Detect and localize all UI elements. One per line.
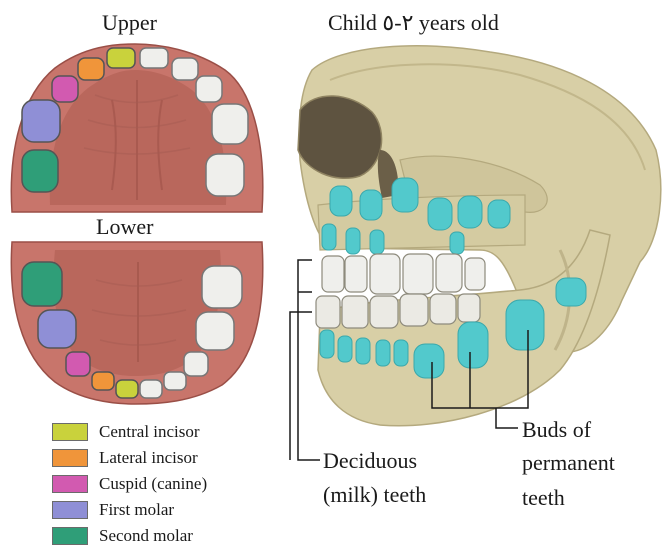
- legend-item-lateral-incisor: Lateral incisor: [52, 447, 272, 469]
- cuspid-swatch: [52, 475, 88, 493]
- permanent-buds-label-line1: Buds of: [522, 415, 591, 445]
- upper-first-molar-left: [22, 100, 60, 142]
- upper-lateral-incisor-left: [78, 58, 104, 80]
- legend-item-cuspid: Cuspid (canine): [52, 473, 272, 495]
- lower-second-molar-left: [22, 262, 62, 306]
- permanent-buds-label-line2: permanent: [522, 448, 615, 478]
- legend-item-first-molar: First molar: [52, 499, 272, 521]
- deciduous-teeth-label-line1: Deciduous: [323, 446, 417, 476]
- central-incisor-swatch: [52, 423, 88, 441]
- lower-first-molar-left: [38, 310, 76, 348]
- lower-lateral-incisor-left: [92, 372, 114, 390]
- legend-label: Cuspid (canine): [99, 473, 207, 495]
- permanent-buds-label-line3: teeth: [522, 483, 565, 513]
- first-molar-swatch: [52, 501, 88, 519]
- upper-central-incisor-left: [107, 48, 135, 68]
- second-molar-swatch: [52, 527, 88, 545]
- upper-canine-left: [52, 76, 78, 102]
- lower-jaw-illustration: [11, 242, 262, 404]
- legend-label: Second molar: [99, 525, 193, 547]
- legend-label: Central incisor: [99, 421, 200, 443]
- lower-canine-left: [66, 352, 90, 376]
- legend-label: First molar: [99, 499, 174, 521]
- legend-item-central-incisor: Central incisor: [52, 421, 272, 443]
- legend-item-second-molar: Second molar: [52, 525, 272, 547]
- deciduous-teeth-label-line2: (milk) teeth: [323, 480, 426, 510]
- child-skull-illustration: [298, 46, 661, 426]
- lower-central-incisor-left: [116, 380, 138, 398]
- upper-jaw-illustration: [11, 44, 262, 212]
- legend-label: Lateral incisor: [99, 447, 198, 469]
- lateral-incisor-swatch: [52, 449, 88, 467]
- upper-second-molar-left: [22, 150, 58, 192]
